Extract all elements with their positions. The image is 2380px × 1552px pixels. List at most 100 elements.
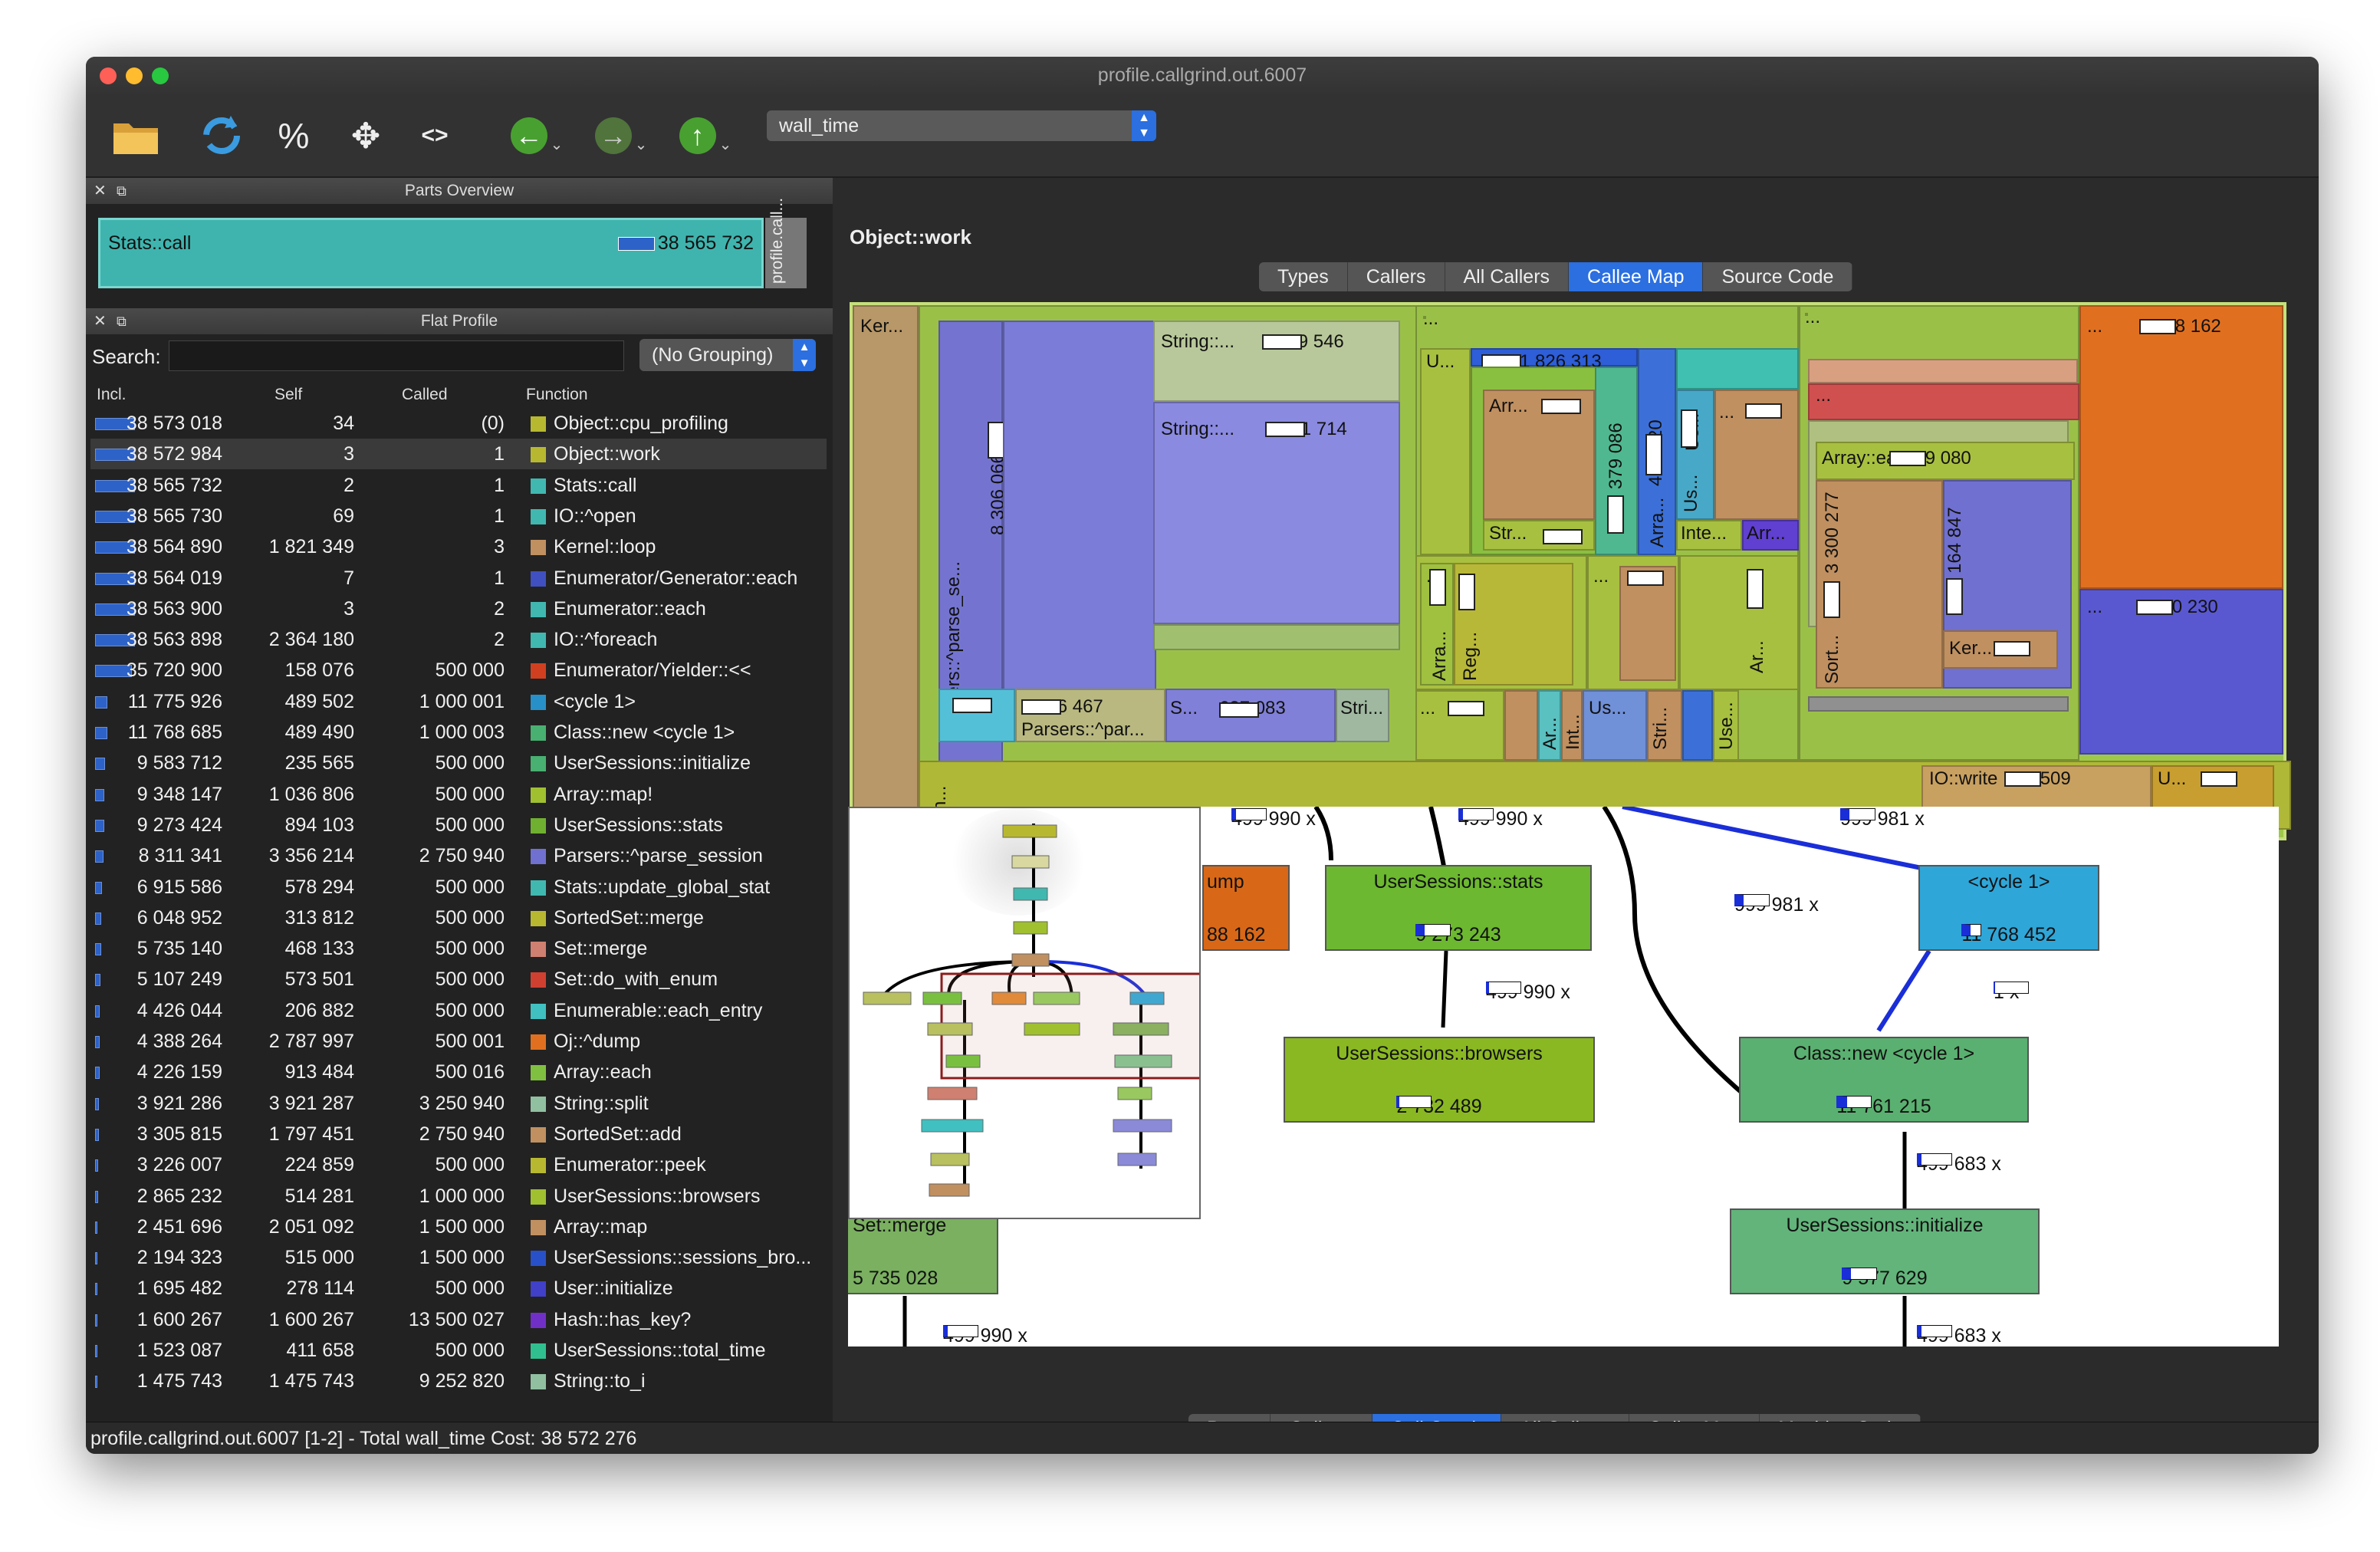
treemap-block[interactable] bbox=[1679, 555, 1799, 690]
search-input[interactable] bbox=[169, 340, 624, 371]
treemap-block[interactable] bbox=[1504, 690, 1538, 761]
up-button[interactable]: ↑⌄ bbox=[675, 110, 736, 161]
forward-button[interactable]: →⌄ bbox=[590, 110, 652, 161]
column-self[interactable]: Self bbox=[274, 386, 303, 403]
treemap-string-2[interactable] bbox=[1153, 402, 1400, 624]
graph-node-usersessions-initialize[interactable]: UserSessions::initialize 9 577 629 bbox=[1730, 1208, 2040, 1294]
graph-node-cycle-1[interactable]: <cycle 1> 11 768 452 bbox=[1918, 865, 2099, 951]
graph-overview-panner[interactable] bbox=[848, 807, 1201, 1219]
tab-callee-map[interactable]: Callee Map bbox=[1569, 262, 1704, 291]
treemap-block[interactable] bbox=[1538, 690, 1561, 761]
tab-types[interactable]: Types bbox=[1259, 262, 1348, 291]
treemap-hash-has-key[interactable] bbox=[2079, 589, 2283, 755]
column-function[interactable]: Function bbox=[526, 386, 588, 403]
treemap-block[interactable] bbox=[1713, 690, 1739, 761]
treemap-block[interactable] bbox=[1423, 316, 1426, 319]
float-icon[interactable]: ⧉ bbox=[117, 314, 127, 329]
close-window-button[interactable] bbox=[100, 67, 117, 84]
treemap-block[interactable] bbox=[1808, 383, 2079, 420]
incl-cell: 3 921 286 bbox=[136, 1092, 222, 1114]
treemap-block[interactable] bbox=[1682, 690, 1713, 761]
column-called[interactable]: Called bbox=[402, 386, 448, 403]
tab-all-callers[interactable]: All Callers bbox=[1445, 262, 1570, 291]
close-icon[interactable]: ✕ bbox=[94, 313, 107, 330]
treemap-parsers-2[interactable] bbox=[1015, 689, 1165, 742]
treemap-block[interactable] bbox=[1420, 348, 1471, 555]
treemap-kernel-loop[interactable] bbox=[853, 305, 919, 834]
graph-node-usersessions-stats[interactable]: UserSessions::stats 9 273 243 bbox=[1325, 865, 1592, 951]
graph-node-class-new[interactable]: Class::new <cycle 1> 11 761 215 bbox=[1739, 1037, 2029, 1123]
close-icon[interactable]: ✕ bbox=[94, 182, 107, 199]
graph-node-set-merge[interactable]: Set::merge 5 735 028 bbox=[848, 1208, 998, 1294]
tab-callers[interactable]: Callers bbox=[1348, 262, 1445, 291]
move-button[interactable]: ✥ bbox=[339, 110, 393, 161]
zoom-window-button[interactable] bbox=[152, 67, 169, 84]
treemap-block[interactable] bbox=[1153, 624, 1400, 650]
treemap-block[interactable] bbox=[1676, 348, 1799, 390]
treemap-block[interactable] bbox=[1808, 696, 2069, 712]
treemap-block[interactable] bbox=[1561, 690, 1583, 761]
treemap-block[interactable] bbox=[1336, 689, 1389, 742]
treemap-block[interactable] bbox=[1816, 442, 2075, 480]
call-graph[interactable]: ump 88 162 UserSessions::stats 9 273 243… bbox=[848, 807, 2279, 1346]
callee-map[interactable]: Ker...Ar...8 306 066Parsers::^parse_se..… bbox=[850, 302, 2291, 840]
minimize-window-button[interactable] bbox=[126, 67, 143, 84]
treemap-block[interactable] bbox=[1583, 690, 1647, 761]
code-button[interactable]: <> bbox=[408, 110, 462, 161]
treemap-string-1[interactable] bbox=[1153, 321, 1400, 402]
open-file-button[interactable] bbox=[109, 110, 163, 161]
refresh-button[interactable] bbox=[195, 110, 248, 161]
treemap-block[interactable] bbox=[1808, 359, 2078, 383]
treemap-block[interactable] bbox=[1805, 313, 1808, 316]
float-icon[interactable]: ⧉ bbox=[117, 183, 127, 199]
part-block[interactable]: Stats::call 38 565 732 bbox=[98, 218, 764, 288]
tab-source-code[interactable]: Source Code bbox=[1703, 262, 1853, 291]
event-type-select[interactable]: wall_time ▲▼ bbox=[767, 110, 1156, 141]
back-button[interactable]: ←⌄ bbox=[506, 110, 567, 161]
treemap-block[interactable] bbox=[1003, 321, 1156, 693]
treemap-oj-dump[interactable] bbox=[2079, 305, 2283, 589]
treemap-block[interactable] bbox=[1742, 520, 1799, 551]
part-side[interactable]: profile.call... bbox=[765, 198, 807, 288]
treemap-block[interactable] bbox=[1647, 690, 1682, 761]
percent-button[interactable]: % bbox=[267, 110, 321, 161]
grouping-select[interactable]: (No Grouping) ▲▼ bbox=[639, 339, 816, 371]
graph-node-usersessions-browsers[interactable]: UserSessions::browsers 2 732 489 bbox=[1284, 1037, 1595, 1123]
treemap-block[interactable] bbox=[1676, 520, 1742, 551]
column-incl[interactable]: Incl. bbox=[97, 386, 127, 403]
graph-node-dump[interactable]: ump 88 162 bbox=[1202, 865, 1290, 951]
treemap-block[interactable] bbox=[939, 689, 1015, 742]
